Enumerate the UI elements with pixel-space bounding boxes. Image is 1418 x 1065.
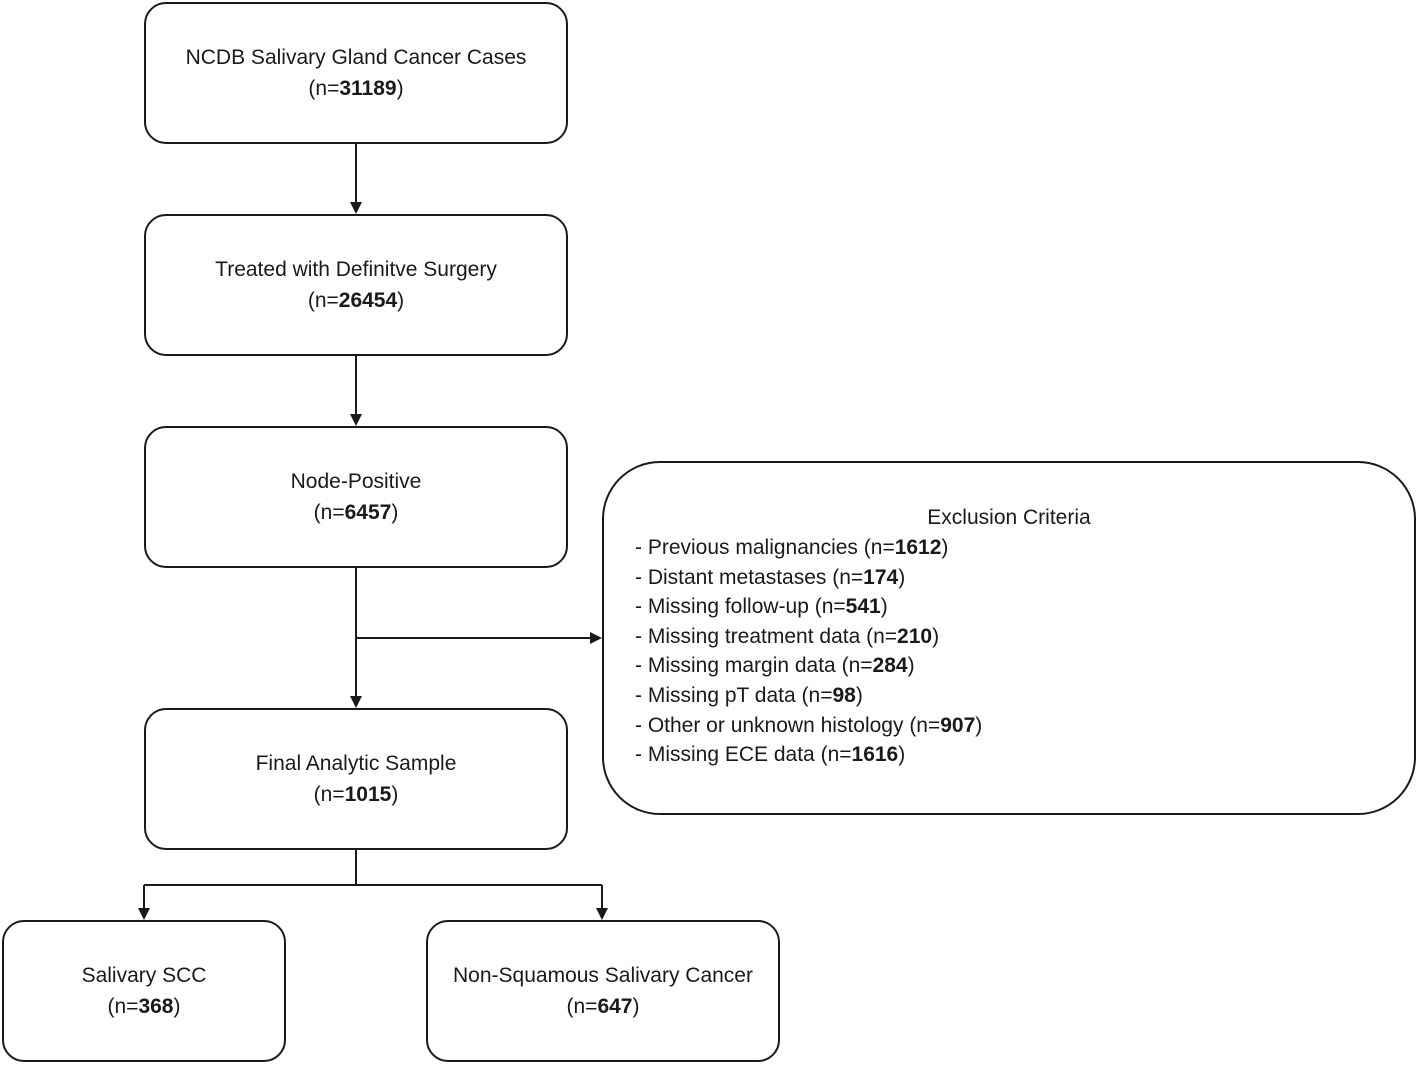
exclusion-list: - Previous malignancies (n=1612) - Distan… — [604, 533, 1414, 770]
exclusion-item-count: 174 — [863, 565, 899, 589]
count-value: 26454 — [338, 289, 398, 312]
count-value: 1015 — [344, 783, 392, 806]
exclusion-item-label: - Missing pT data — [635, 683, 802, 707]
exclusion-item: - Distant metastases (n=174) — [635, 565, 906, 589]
exclusion-item-label: - Distant metastases — [635, 565, 833, 589]
exclusion-item-count: 284 — [872, 654, 908, 678]
box-count: (n=6457) — [313, 501, 399, 524]
count-value: 368 — [138, 995, 174, 1018]
count-value: 6457 — [344, 501, 392, 524]
salivary-scc-box: Salivary SCC (n=368) — [2, 920, 286, 1062]
exclusion-item-label: - Other or unknown histology — [635, 713, 910, 737]
exclusion-item: - Missing margin data (n=284) — [635, 654, 915, 678]
box-count: (n=647) — [566, 995, 640, 1018]
box-count: (n=368) — [107, 995, 181, 1018]
box-count: (n=31189) — [308, 77, 404, 100]
exclusion-item: - Other or unknown histology (n=907) — [635, 713, 983, 737]
box-label: Final Analytic Sample — [255, 752, 457, 775]
exclusion-item-label: - Missing follow-up — [635, 595, 815, 619]
final-analytic-sample-box: Final Analytic Sample (n=1015) — [144, 708, 568, 850]
definitive-surgery-box: Treated with Definitve Surgery (n=26454) — [144, 214, 568, 356]
exclusion-item: - Missing follow-up (n=541) — [635, 595, 888, 619]
exclusion-item-label: - Missing ECE data — [635, 743, 821, 767]
exclusion-item-count: 98 — [832, 683, 856, 707]
box-count: (n=1015) — [313, 783, 399, 806]
exclusion-criteria-box: Exclusion Criteria - Previous malignanci… — [602, 461, 1416, 815]
non-squamous-cancer-box: Non-Squamous Salivary Cancer (n=647) — [426, 920, 780, 1062]
exclusion-item: - Previous malignancies (n=1612) — [635, 536, 949, 559]
exclusion-title: Exclusion Criteria — [927, 506, 1091, 529]
ncdb-cases-box: NCDB Salivary Gland Cancer Cases (n=3118… — [144, 2, 568, 144]
box-label: NCDB Salivary Gland Cancer Cases — [185, 46, 527, 69]
count-value: 31189 — [339, 77, 397, 100]
exclusion-item-count: 1612 — [894, 536, 942, 559]
exclusion-item: - Missing treatment data (n=210) — [635, 624, 940, 648]
exclusion-item: - Missing ECE data (n=1616) — [635, 743, 906, 767]
box-label: Node-Positive — [290, 470, 422, 493]
exclusion-item-label: - Previous malignancies — [635, 536, 864, 559]
exclusion-item-count: 210 — [897, 624, 933, 648]
count-value: 647 — [597, 995, 633, 1018]
exclusion-item-count: 541 — [845, 595, 881, 619]
box-count: (n=26454) — [307, 289, 405, 312]
box-label: Non-Squamous Salivary Cancer — [453, 964, 753, 987]
exclusion-item-count: 1616 — [851, 743, 899, 767]
node-positive-box: Node-Positive (n=6457) — [144, 426, 568, 568]
box-label: Salivary SCC — [81, 964, 207, 987]
exclusion-item-count: 907 — [940, 713, 976, 737]
exclusion-item-label: - Missing treatment data — [635, 624, 867, 648]
exclusion-item: - Missing pT data (n=98) — [635, 683, 863, 707]
box-label: Treated with Definitve Surgery — [215, 258, 497, 281]
exclusion-item-label: - Missing margin data — [635, 654, 842, 678]
